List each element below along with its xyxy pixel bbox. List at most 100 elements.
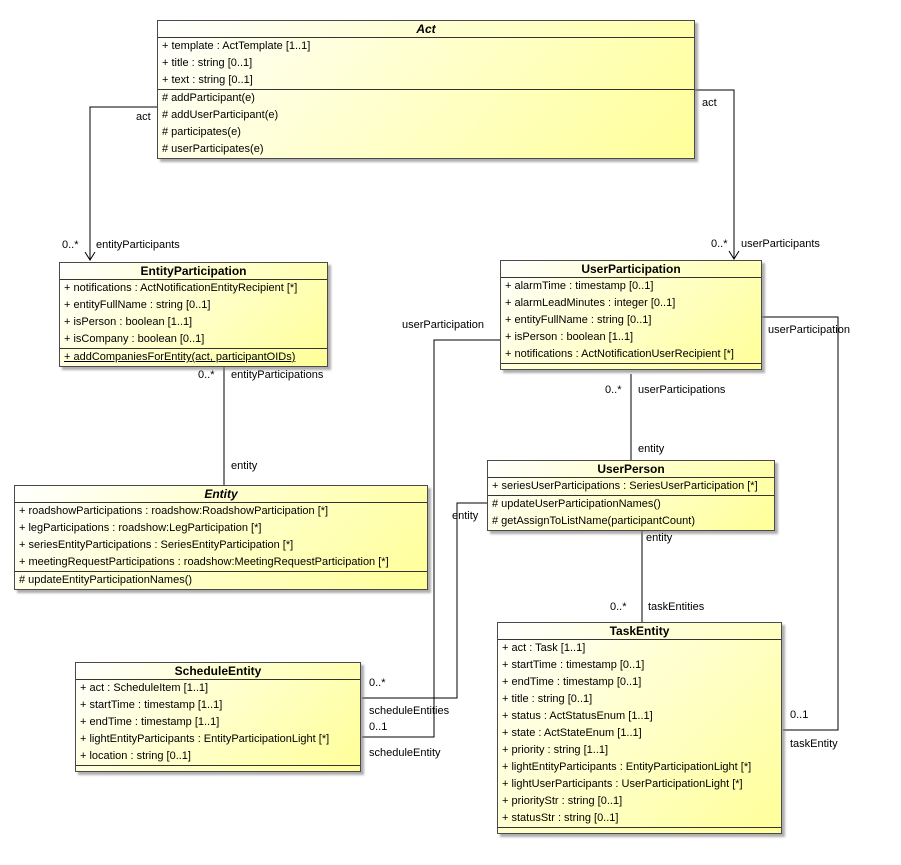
attribute: + template : ActTemplate [1..1] [162, 40, 311, 52]
edge-role-label: scheduleEntity [369, 747, 441, 759]
class-taskentity-operations [498, 827, 781, 833]
attribute: + title : string [0..1] [502, 693, 593, 705]
attribute: + notifications : ActNotificationEntityR… [64, 282, 298, 294]
attribute: + entityFullName : string [0..1] [64, 299, 211, 311]
attribute: + location : string [0..1] [80, 750, 191, 762]
operation: # addUserParticipant(e) [162, 109, 279, 121]
edge-multiplicity-label: 0..* [62, 239, 79, 251]
class-entity-attributes: + roadshowParticipations : roadshow:Road… [15, 503, 427, 571]
edge-role-label: entity [231, 460, 258, 472]
attribute: + alarmLeadMinutes : integer [0..1] [505, 297, 676, 309]
attribute: + startTime : timestamp [1..1] [80, 699, 223, 711]
class-userparticipation-operations [501, 363, 761, 369]
class-scheduleentity-title: ScheduleEntity [76, 663, 360, 680]
operation: # updateUserParticipationNames() [492, 498, 661, 510]
class-userperson-title: UserPerson [488, 461, 774, 478]
attribute: + roadshowParticipations : roadshow:Road… [19, 505, 329, 517]
edge-role-label: entityParticipations [231, 369, 324, 381]
attribute: + endTime : timestamp [1..1] [80, 716, 220, 728]
attribute: + priorityStr : string [0..1] [502, 795, 623, 807]
attribute: + endTime : timestamp [0..1] [502, 676, 642, 688]
edge-multiplicity-label: 0..* [711, 238, 728, 250]
class-act-title: Act [158, 21, 694, 38]
edge-role-label: userParticipations [638, 384, 726, 396]
class-act-operations: # addParticipant(e) # addUserParticipant… [158, 89, 694, 158]
operation: # updateEntityParticipationNames() [19, 574, 193, 586]
edge-act-entityparticipation-arrowhead [84, 251, 96, 261]
edge-role-label: userParticipation [768, 324, 850, 336]
edge-role-label: userParticipation [402, 319, 484, 331]
edge-act-entityparticipation [89, 106, 157, 260]
edge-multiplicity-label: 0..* [605, 384, 622, 396]
class-entityparticipation: EntityParticipation + notifications : Ac… [59, 262, 328, 367]
edge-role-label: entity [638, 443, 665, 455]
class-entityparticipation-attributes: + notifications : ActNotificationEntityR… [60, 280, 327, 348]
class-taskentity: TaskEntity + act : Task [1..1] + startTi… [497, 622, 782, 834]
edge-act-userparticipation-arrowhead [728, 250, 740, 260]
class-userperson-operations: # updateUserParticipationNames() # getAs… [488, 495, 774, 530]
edge-role-label: act [702, 97, 717, 109]
edge-role-label: entity [646, 532, 673, 544]
operation: # userParticipates(e) [162, 143, 264, 155]
edge-multiplicity-label: 0..1 [369, 721, 388, 733]
edge-userperson-scheduleentity [362, 502, 487, 699]
edge-role-label: entityParticipants [96, 239, 180, 251]
class-scheduleentity-attributes: + act : ScheduleItem [1..1] + startTime … [76, 680, 360, 765]
attribute: + seriesUserParticipations : SeriesUserP… [492, 480, 758, 492]
class-taskentity-title: TaskEntity [498, 623, 781, 640]
edge-userparticipation-taskentity [762, 316, 839, 731]
class-scheduleentity: ScheduleEntity + act : ScheduleItem [1..… [75, 662, 361, 772]
edge-role-label: scheduleEntities [369, 705, 450, 717]
attribute: + state : ActStateEnum [1..1] [502, 727, 642, 739]
attribute: + isCompany : boolean [0..1] [64, 333, 205, 345]
edge-role-label: userParticipants [741, 238, 820, 250]
class-taskentity-attributes: + act : Task [1..1] + startTime : timest… [498, 640, 781, 827]
attribute: + notifications : ActNotificationUserRec… [505, 348, 734, 360]
attribute: + title : string [0..1] [162, 57, 253, 69]
edge-role-label: taskEntity [790, 738, 838, 750]
operation: # addParticipant(e) [162, 92, 255, 104]
edge-userparticipation-scheduleentity [362, 339, 500, 738]
class-act-attributes: + template : ActTemplate [1..1] + title … [158, 38, 694, 89]
class-scheduleentity-operations [76, 765, 360, 771]
attribute: + startTime : timestamp [0..1] [502, 659, 645, 671]
edge-multiplicity-label: 0..* [198, 369, 215, 381]
edge-role-label: act [136, 111, 151, 123]
class-entity-title: Entity [15, 486, 427, 503]
edge-role-label: taskEntities [648, 601, 705, 613]
attribute: + act : ScheduleItem [1..1] [80, 682, 209, 694]
operation: # participates(e) [162, 126, 241, 138]
class-act: Act + template : ActTemplate [1..1] + ti… [157, 20, 695, 159]
attribute: + status : ActStatusEnum [1..1] [502, 710, 653, 722]
edge-multiplicity-label: 0..* [610, 601, 627, 613]
attribute: + statusStr : string [0..1] [502, 812, 619, 824]
attribute: + lightEntityParticipants : EntityPartic… [80, 733, 330, 745]
attribute: + alarmTime : timestamp [0..1] [505, 280, 654, 292]
class-userperson: UserPerson + seriesUserParticipations : … [487, 460, 775, 531]
attribute: + act : Task [1..1] [502, 642, 586, 654]
class-entityparticipation-title: EntityParticipation [60, 263, 327, 280]
attribute: + isPerson : boolean [1..1] [64, 316, 193, 328]
edge-multiplicity-label: 0..* [369, 677, 386, 689]
attribute: + meetingRequestParticipations : roadsho… [19, 556, 389, 568]
attribute: + seriesEntityParticipations : SeriesEnt… [19, 539, 294, 551]
attribute: + isPerson : boolean [1..1] [505, 331, 634, 343]
attribute: + text : string [0..1] [162, 74, 253, 86]
edge-act-userparticipation [694, 89, 735, 259]
class-userparticipation: UserParticipation + alarmTime : timestam… [500, 260, 762, 370]
class-entityparticipation-operations: + addCompaniesForEntity(act, participant… [60, 348, 327, 366]
operation: # getAssignToListName(participantCount) [492, 515, 695, 527]
class-entity: Entity + roadshowParticipations : roadsh… [14, 485, 428, 590]
class-userparticipation-attributes: + alarmTime : timestamp [0..1] + alarmLe… [501, 278, 761, 363]
class-userparticipation-title: UserParticipation [501, 261, 761, 278]
class-userperson-attributes: + seriesUserParticipations : SeriesUserP… [488, 478, 774, 495]
attribute: + lightUserParticipants : UserParticipat… [502, 778, 743, 790]
attribute: + entityFullName : string [0..1] [505, 314, 652, 326]
edge-multiplicity-label: 0..1 [790, 709, 809, 721]
attribute: + lightEntityParticipants : EntityPartic… [502, 761, 752, 773]
edge-role-label: entity [452, 510, 479, 522]
attribute: + legParticipations : roadshow:LegPartic… [19, 522, 262, 534]
class-entity-operations: # updateEntityParticipationNames() [15, 571, 427, 589]
attribute: + priority : string [1..1] [502, 744, 609, 756]
